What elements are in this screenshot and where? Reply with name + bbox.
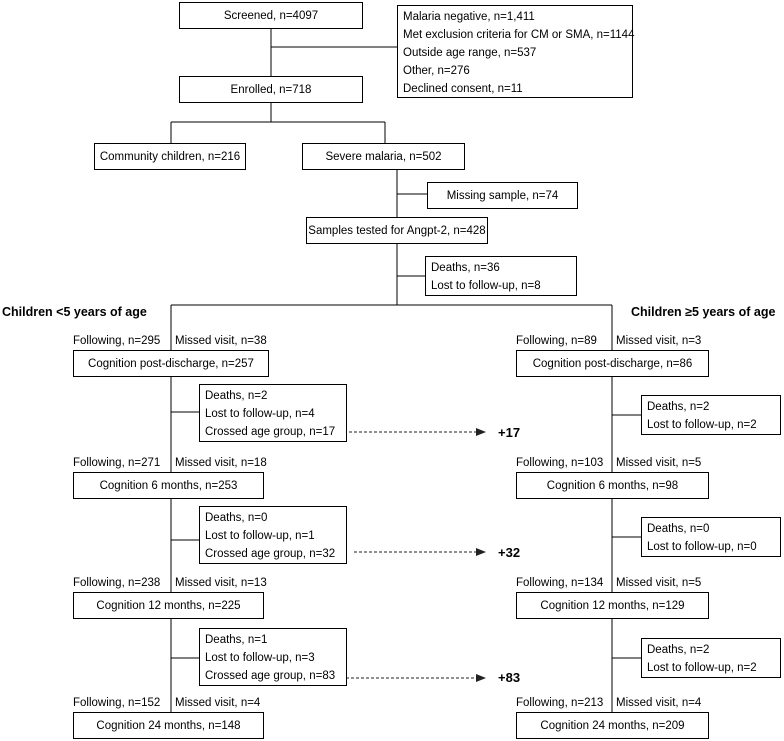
following-label: Following, n=295 <box>73 335 161 347</box>
missed-visit-label: Missed visit, n=38 <box>175 335 267 347</box>
missed-visit-label: Missed visit, n=5 <box>616 457 702 469</box>
following-label: Following, n=271 <box>73 457 161 469</box>
group-over5-heading: Children ≥5 years of age <box>631 305 776 319</box>
loss-box: Deaths, n=1 Lost to follow-up, n=3 Cross… <box>199 628 347 686</box>
following-label: Following, n=134 <box>516 577 604 589</box>
loss-item: Lost to follow-up, n=4 <box>205 408 315 420</box>
missed-visit-label: Missed visit, n=18 <box>175 457 267 469</box>
missed-visit-label: Missed visit, n=3 <box>616 335 702 347</box>
community-box: Community children, n=216 <box>94 143 246 170</box>
cognition-label: Cognition 24 months, n=148 <box>96 719 241 732</box>
loss-item: Lost to follow-up, n=1 <box>205 530 315 542</box>
cognition-label: Cognition 12 months, n=129 <box>540 599 685 612</box>
early-loss-item: Lost to follow-up, n=8 <box>431 280 541 292</box>
exclusion-box: Malaria negative, n=1,411 Met exclusion … <box>397 5 635 98</box>
cognition-box: Cognition 12 months, n=225 <box>73 592 264 619</box>
following-label: Following, n=213 <box>516 697 604 709</box>
cognition-label: Cognition post-discharge, n=86 <box>532 357 693 370</box>
cognition-box: Cognition 12 months, n=129 <box>516 592 709 619</box>
enrolled-label: Enrolled, n=718 <box>230 83 312 96</box>
early-loss-item: Deaths, n=36 <box>431 262 500 274</box>
loss-item: Lost to follow-up, n=2 <box>647 419 757 431</box>
missing-sample-label: Missing sample, n=74 <box>446 189 559 202</box>
cognition-label: Cognition 12 months, n=225 <box>96 599 241 612</box>
cognition-box: Cognition 6 months, n=98 <box>516 472 709 499</box>
following-label: Following, n=152 <box>73 697 161 709</box>
crossed-count: +32 <box>498 545 521 560</box>
crossed-count: +83 <box>498 670 521 685</box>
cognition-label: Cognition post-discharge, n=257 <box>88 357 254 370</box>
loss-item: Deaths, n=0 <box>205 512 268 524</box>
screened-box: Screened, n=4097 <box>179 2 363 29</box>
crossed-count: +17 <box>498 425 521 440</box>
tested-label: Samples tested for Angpt-2, n=428 <box>308 224 486 237</box>
loss-item: Deaths, n=1 <box>205 634 268 646</box>
following-label: Following, n=89 <box>516 335 597 347</box>
missing-sample-box: Missing sample, n=74 <box>427 182 578 209</box>
loss-box: Deaths, n=0 Lost to follow-up, n=1 Cross… <box>199 506 347 564</box>
loss-item: Deaths, n=2 <box>647 644 710 656</box>
following-label: Following, n=103 <box>516 457 604 469</box>
loss-box: Deaths, n=2 Lost to follow-up, n=4 Cross… <box>199 384 347 442</box>
cognition-label: Cognition 6 months, n=253 <box>99 479 238 492</box>
cognition-box: Cognition 6 months, n=253 <box>73 472 264 499</box>
loss-box: Deaths, n=2 Lost to follow-up, n=2 <box>641 395 781 435</box>
missed-visit-label: Missed visit, n=13 <box>175 577 267 589</box>
screened-label: Screened, n=4097 <box>223 9 319 22</box>
exclusion-item: Malaria negative, n=1,411 <box>403 11 535 23</box>
early-loss-box: Deaths, n=36 Lost to follow-up, n=8 <box>425 256 577 296</box>
loss-item: Deaths, n=2 <box>647 401 710 413</box>
exclusion-item: Declined consent, n=11 <box>403 83 523 95</box>
cognition-label: Cognition 24 months, n=209 <box>540 719 685 732</box>
loss-item: Crossed age group, n=17 <box>205 426 336 438</box>
loss-item: Lost to follow-up, n=3 <box>205 652 315 664</box>
cognition-box: Cognition 24 months, n=148 <box>73 712 264 739</box>
community-label: Community children, n=216 <box>99 150 241 163</box>
cognition-label: Cognition 6 months, n=98 <box>546 479 679 492</box>
enrolled-box: Enrolled, n=718 <box>179 76 363 103</box>
following-label: Following, n=238 <box>73 577 161 589</box>
exclusion-item: Outside age range, n=537 <box>403 47 537 59</box>
loss-item: Deaths, n=0 <box>647 523 710 535</box>
loss-box: Deaths, n=2 Lost to follow-up, n=2 <box>641 638 781 678</box>
exclusion-item: Other, n=276 <box>403 65 470 77</box>
severe-box: Severe malaria, n=502 <box>302 143 465 170</box>
missed-visit-label: Missed visit, n=4 <box>175 697 261 709</box>
loss-item: Deaths, n=2 <box>205 390 268 402</box>
severe-label: Severe malaria, n=502 <box>325 150 442 163</box>
missed-visit-label: Missed visit, n=5 <box>616 577 702 589</box>
missed-visit-label: Missed visit, n=4 <box>616 697 702 709</box>
exclusion-item: Met exclusion criteria for CM or SMA, n=… <box>403 29 635 41</box>
loss-item: Crossed age group, n=32 <box>205 548 336 560</box>
tested-box: Samples tested for Angpt-2, n=428 <box>306 217 488 244</box>
cognition-box: Cognition post-discharge, n=257 <box>73 350 269 377</box>
cognition-box: Cognition 24 months, n=209 <box>516 712 709 739</box>
loss-item: Lost to follow-up, n=2 <box>647 662 757 674</box>
loss-item: Crossed age group, n=83 <box>205 670 336 682</box>
loss-box: Deaths, n=0 Lost to follow-up, n=0 <box>641 517 781 557</box>
loss-item: Lost to follow-up, n=0 <box>647 541 757 553</box>
group-under5-heading: Children <5 years of age <box>2 305 147 319</box>
cognition-box: Cognition post-discharge, n=86 <box>516 350 709 377</box>
